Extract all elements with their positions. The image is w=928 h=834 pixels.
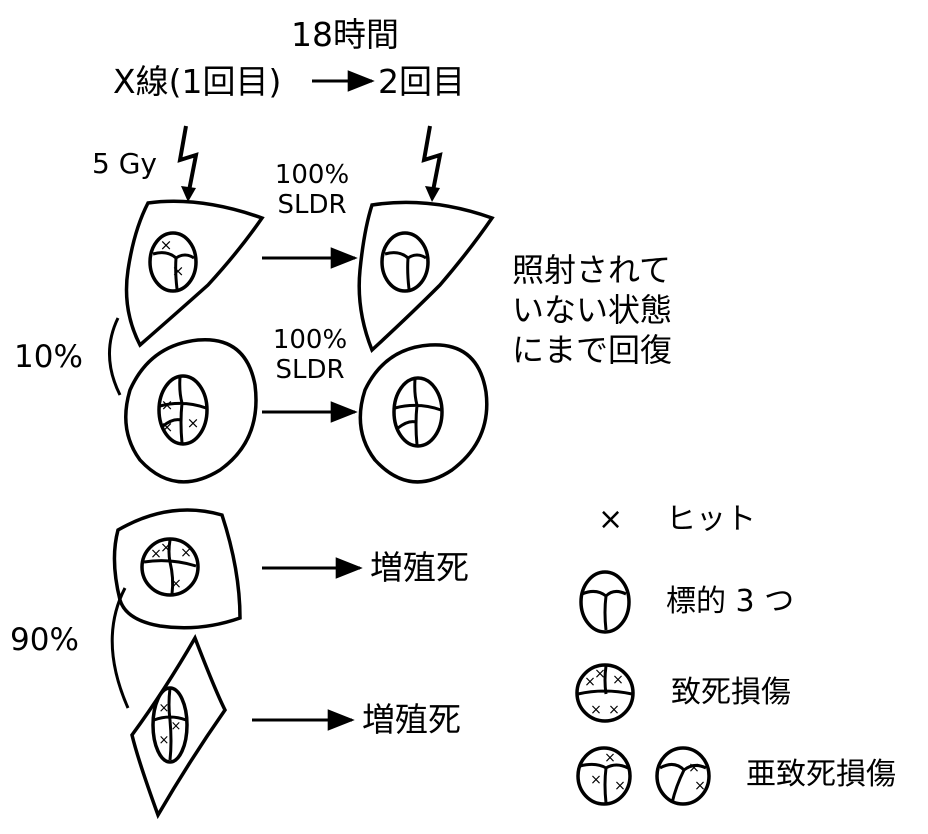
svg-text:×: × bbox=[590, 702, 602, 718]
legend-lethal-label: 致死損傷 bbox=[671, 675, 791, 710]
sldr-percent-1: 100% bbox=[274, 160, 350, 190]
svg-text:×: × bbox=[604, 750, 616, 766]
lightning-icon bbox=[421, 125, 443, 197]
percent-90: 90% bbox=[10, 622, 79, 658]
legend-hit-label: ヒット bbox=[666, 502, 756, 537]
svg-text:×: × bbox=[171, 719, 182, 734]
cell-irradiated-1: × × bbox=[124, 199, 265, 348]
sldr-label-2: 100% SLDR bbox=[262, 325, 358, 385]
svg-text:×: × bbox=[180, 545, 192, 561]
legend-lethal-icon: × × × × × bbox=[575, 663, 635, 723]
svg-text:×: × bbox=[160, 540, 172, 556]
svg-text:×: × bbox=[159, 701, 170, 716]
sldr-percent-2: 100% bbox=[272, 325, 348, 355]
sldr-text-2: SLDR bbox=[275, 355, 345, 385]
dose-label: 5 Gy bbox=[92, 147, 157, 180]
legend-sublethal-icon-2: × × bbox=[655, 746, 711, 806]
svg-text:×: × bbox=[694, 778, 706, 794]
svg-text:×: × bbox=[590, 772, 602, 788]
lightning-icon bbox=[177, 125, 199, 197]
legend-target-label: 標的 3 つ bbox=[666, 584, 795, 619]
percent-10: 10% bbox=[14, 339, 83, 375]
bracket-10pct bbox=[108, 317, 122, 396]
time-label: 18時間 bbox=[291, 15, 399, 54]
svg-text:×: × bbox=[170, 576, 182, 592]
svg-text:×: × bbox=[612, 672, 624, 688]
svg-text:×: × bbox=[594, 666, 606, 682]
sldr-text-1: SLDR bbox=[277, 190, 347, 220]
cell-recovered-2 bbox=[358, 343, 489, 484]
recovery-note: 照射されて いない状態 にまで回復 bbox=[512, 251, 673, 369]
second-irradiation-label: 2回目 bbox=[378, 62, 465, 101]
bracket-90pct bbox=[110, 587, 130, 709]
cell-lethal-2: × × × bbox=[130, 633, 228, 820]
outcome-label-1: 増殖死 bbox=[370, 548, 469, 587]
svg-text:×: × bbox=[614, 778, 626, 794]
svg-text:×: × bbox=[161, 396, 174, 414]
cell-lethal-1: × × × × bbox=[112, 508, 242, 630]
legend-target-icon bbox=[579, 570, 631, 634]
cell-recovered-1 bbox=[357, 200, 495, 354]
svg-text:×: × bbox=[159, 733, 170, 748]
cell-irradiated-2: × × × bbox=[124, 337, 258, 484]
first-irradiation-label: X線(1回目) bbox=[113, 62, 282, 101]
svg-text:×: × bbox=[172, 262, 185, 280]
svg-text:×: × bbox=[688, 760, 700, 776]
svg-text:×: × bbox=[608, 702, 620, 718]
svg-text:×: × bbox=[160, 236, 173, 254]
svg-text:×: × bbox=[161, 418, 174, 436]
sldr-label-1: 100% SLDR bbox=[264, 160, 360, 220]
svg-text:×: × bbox=[584, 674, 596, 690]
svg-text:×: × bbox=[150, 546, 162, 562]
outcome-label-2: 増殖死 bbox=[362, 700, 461, 739]
legend-sublethal-label: 亜致死損傷 bbox=[746, 757, 896, 792]
legend-hit-symbol: × bbox=[598, 502, 624, 537]
legend-sublethal-icon-1: × × × bbox=[576, 746, 632, 806]
svg-text:×: × bbox=[187, 414, 200, 432]
